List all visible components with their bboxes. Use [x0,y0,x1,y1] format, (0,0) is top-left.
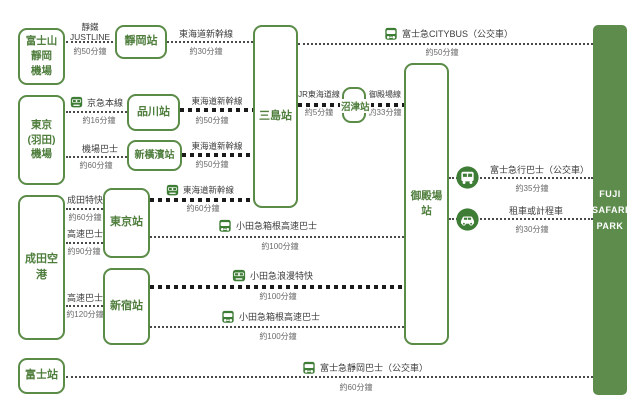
highway-bus-tokyo-duration: 約90分鐘 [67,247,101,256]
station-shinagawa: 品川站 [127,94,180,131]
odakyu-hakone-bus-shinjuku-route-line [150,326,404,328]
tokyo-shinkansen-label-group: 東海道新幹線 [166,184,234,199]
bus-icon [218,219,232,235]
station-haneda-airport: 東京 (羽田) 機場 [18,95,65,185]
citybus-route-line [298,43,593,45]
station-fuji-shizuoka-airport: 富士山 靜岡 機場 [18,28,65,85]
justline-label: 靜鐵 JUSTLINE [69,22,111,43]
jr-tokaido-duration: 約5分鐘 [304,108,334,117]
fujikyu-shizuoka-bus-duration: 約60分鐘 [339,383,373,392]
circle-car-icon [456,208,479,236]
circle-bus-icon [456,166,479,194]
fujikyu-shizuoka-bus-route-line [66,376,593,378]
station-shinjuku: 新宿站 [103,268,150,345]
station-fuji: 富士站 [18,358,65,394]
romancecar-label-group: 小田急浪漫特快 [232,269,313,285]
station-gotemba: 御殿場站 [404,63,449,345]
keikyu-route-line [66,111,127,113]
narita-express-duration: 約60分鐘 [68,213,102,222]
tokyo-shinkansen-label: 東海道新幹線 [183,185,235,195]
romancecar-label: 小田急浪漫特快 [250,271,314,281]
romancecar-duration: 約100分鐘 [259,292,297,301]
airport-bus-label: 機場巴士 [81,144,118,154]
citybus-duration: 約50分鐘 [425,48,459,57]
narita-express-route-line [66,208,103,210]
shinagawa-shinkansen-route-line [180,108,253,112]
justline-route-line [66,41,113,43]
fujikyu-bus-route-line [449,177,593,179]
airport-bus-route-line [66,156,127,158]
gotemba-line-duration: 約33分鐘 [368,108,402,117]
train-icon [166,184,179,199]
justline-duration: 約50分鐘 [73,47,107,56]
fujikyu-bus-label: 富士急行巴士（公交車） [490,165,590,175]
station-mishima: 三島站 [253,25,298,208]
keikyu-label: 京急本線 [87,98,124,108]
narita-express-label: 成田特快 [66,195,103,205]
shinyokohama-shinkansen-duration: 約50分鐘 [195,160,229,169]
jr-tokaido-line-label: JR東海道線 [298,90,340,99]
odakyu-hakone-bus-tokyo-label-group: 小田急箱根高速巴士 [218,219,317,235]
shinyokohama-shinkansen-route-line [182,153,253,157]
station-shinyokohama: 新橫濱站 [127,140,182,171]
rental-car-route-line [449,218,593,220]
fujikyu-shizuoka-bus-label-group: 富士急靜岡巴士（公交車） [302,361,428,377]
fuji-safari-park-bar: FUJI SAFARI PARK [592,25,628,395]
airport-bus-duration: 約60分鐘 [79,161,113,170]
shinagawa-shinkansen-label: 東海道新幹線 [191,96,243,106]
station-narita-airport: 成田空港 [18,195,65,340]
train-icon [232,269,246,285]
keikyu-label-group: 京急本線 [70,96,123,111]
odakyu-hakone-bus-tokyo-route-line [150,236,404,238]
odakyu-hakone-bus-shinjuku-duration: 約100分鐘 [259,332,297,341]
station-tokyo: 東京站 [103,188,150,258]
highway-bus-tokyo-label: 高速巴士 [66,229,103,239]
tokyo-shinkansen-route-line [150,198,253,202]
shizuoka-shinkansen-label: 東海道新幹線 [178,29,233,39]
citybus-label: 富士急CITYBUS（公交車） [402,29,514,39]
highway-bus-shinjuku-route-line [66,305,103,307]
station-numazu-label: 沼津站 [340,99,371,113]
bus-icon [384,27,398,43]
odakyu-hakone-bus-shinjuku-label-group: 小田急箱根高速巴士 [221,310,320,326]
highway-bus-shinjuku-label: 高速巴士 [66,293,103,303]
shizuoka-shinkansen-route-line [167,41,253,43]
tokyo-shinkansen-duration: 約60分鐘 [186,204,220,213]
romancecar-route-line [150,285,404,289]
fujikyu-shizuoka-bus-label: 富士急靜岡巴士（公交車） [320,363,429,373]
train-icon [70,96,83,111]
odakyu-hakone-bus-tokyo-duration: 約100分鐘 [261,242,299,251]
gotemba-line-label: 御殿場線 [369,90,401,99]
rental-car-label: 租車或計程車 [509,206,564,216]
citybus-label-group: 富士急CITYBUS（公交車） [384,27,513,43]
station-shizuoka: 靜岡站 [115,25,167,59]
highway-bus-tokyo-route-line [66,242,103,244]
shizuoka-shinkansen-duration: 約30分鐘 [189,47,223,56]
highway-bus-shinjuku-duration: 約120分鐘 [66,310,104,319]
keikyu-duration: 約16分鐘 [82,116,116,125]
shinagawa-shinkansen-duration: 約50分鐘 [195,116,229,125]
rental-car-duration: 約30分鐘 [515,225,549,234]
bus-icon [221,310,235,326]
odakyu-hakone-bus-tokyo-label: 小田急箱根高速巴士 [236,221,318,231]
fujikyu-bus-duration: 約35分鐘 [515,184,549,193]
odakyu-hakone-bus-shinjuku-label: 小田急箱根高速巴士 [239,312,321,322]
shinyokohama-shinkansen-label: 東海道新幹線 [191,141,243,151]
bus-icon [302,361,316,377]
